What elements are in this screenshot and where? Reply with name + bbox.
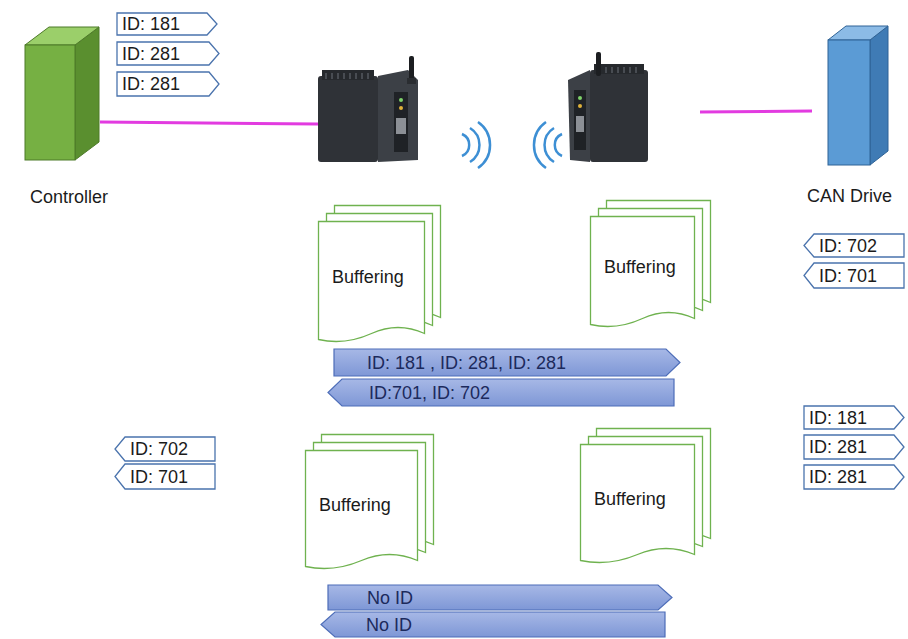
message-id: ID: 181 , ID: 281, ID: 281 — [367, 354, 566, 372]
message-tag: ID: 702 — [114, 436, 216, 462]
message-id: No ID — [366, 616, 412, 634]
message-id: ID: 701 — [819, 267, 877, 285]
message-id: ID: 702 — [130, 440, 188, 458]
device-label: Controller — [30, 188, 108, 206]
message-id: ID: 181 — [122, 15, 180, 33]
buffer-label: Buffering — [594, 490, 666, 508]
message-tag: ID: 281 — [116, 41, 220, 66]
message-id: ID: 281 — [809, 438, 867, 456]
wireless-waves — [462, 122, 562, 168]
transfer-band: No ID — [327, 584, 673, 611]
device-box: Controller — [12, 25, 127, 220]
cable — [700, 111, 812, 112]
transfer-band: ID: 181 , ID: 281, ID: 281 — [333, 348, 681, 377]
message-tag: ID: 181 — [803, 405, 905, 430]
message-id: ID: 701 — [130, 468, 188, 486]
message-id: ID: 181 — [809, 409, 867, 427]
buffer-label: Buffering — [319, 496, 391, 514]
buffer-label: Buffering — [604, 258, 676, 276]
message-tag: ID: 701 — [114, 463, 216, 490]
cable — [100, 122, 318, 124]
transfer-band: No ID — [320, 611, 666, 638]
message-tag: ID: 281 — [803, 434, 905, 460]
device-label: CAN Drive — [807, 187, 892, 205]
buffer-label: Buffering — [332, 268, 404, 286]
message-id: No ID — [367, 589, 413, 607]
transfer-band: ID:701, ID: 702 — [327, 378, 675, 407]
message-tag: ID: 281 — [803, 464, 905, 490]
buffer-stack: Buffering — [305, 434, 433, 574]
message-tag: ID: 702 — [803, 233, 905, 258]
message-id: ID: 702 — [819, 237, 877, 255]
message-id: ID: 281 — [122, 75, 180, 93]
message-tag: ID: 701 — [803, 262, 905, 289]
buffer-stack: Buffering — [580, 428, 710, 568]
buffer-stack: Buffering — [318, 205, 440, 347]
radio-module — [318, 56, 418, 162]
message-tag: ID: 281 — [116, 71, 220, 97]
message-id: ID:701, ID: 702 — [369, 384, 490, 402]
message-id: ID: 281 — [809, 468, 867, 486]
message-tag: ID: 181 — [116, 12, 218, 36]
buffer-stack: Buffering — [590, 200, 710, 332]
message-id: ID: 281 — [122, 45, 180, 63]
device-box: CAN Drive — [795, 22, 905, 217]
radio-module — [568, 52, 648, 162]
